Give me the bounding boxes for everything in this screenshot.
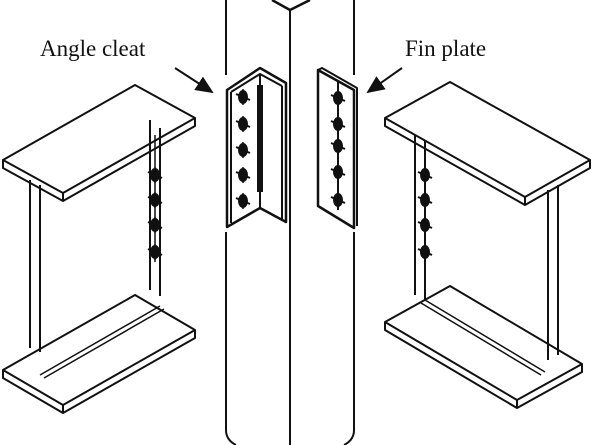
angle-cleat — [225, 66, 288, 229]
fin-plate — [316, 67, 358, 230]
left-beam — [2, 84, 196, 414]
right-beam — [384, 81, 591, 409]
column — [225, 0, 355, 445]
fin-plate-label: Fin plate — [405, 36, 487, 61]
angle-cleat-arrow — [174, 67, 214, 94]
angle-cleat-label: Angle cleat — [40, 36, 146, 61]
fin-plate-arrow — [366, 67, 403, 94]
